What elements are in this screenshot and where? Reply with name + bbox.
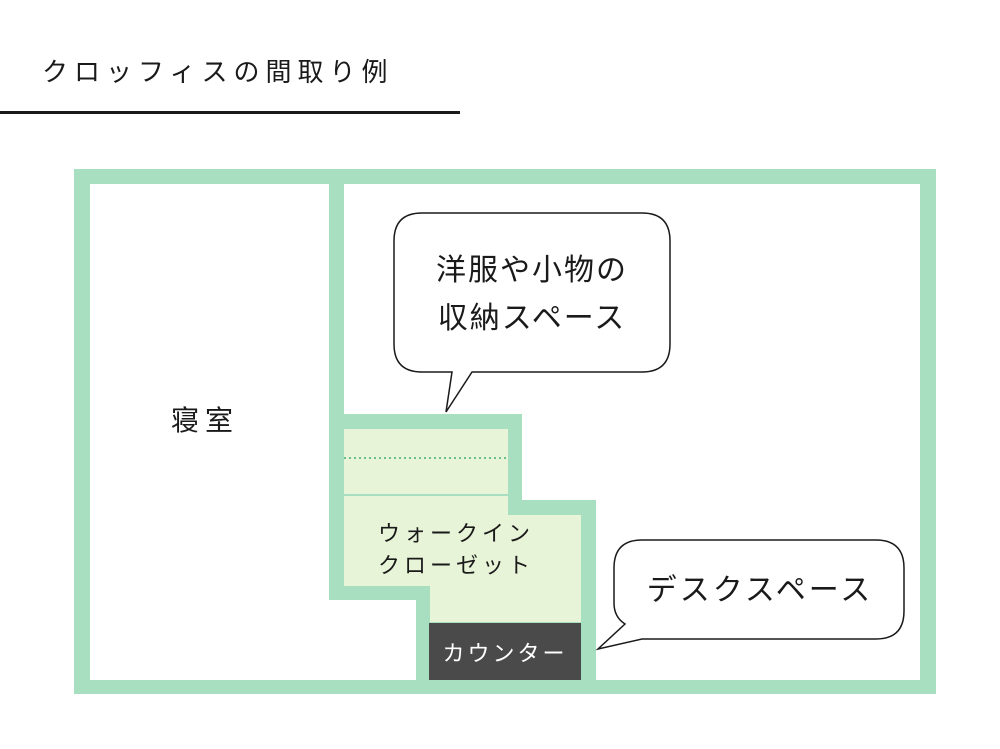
page-title: クロッフィスの間取り例 <box>42 58 394 88</box>
closet-interior <box>344 496 581 622</box>
desk-callout-bubble <box>595 539 905 651</box>
closet-label-line2: クローゼット <box>378 554 534 579</box>
bedroom-label: 寝室 <box>171 404 239 437</box>
desk-callout-label: デスクスペース <box>647 573 874 608</box>
counter-block <box>429 623 581 680</box>
closet-shelf-area <box>344 429 508 494</box>
counter-label: カウンター <box>442 642 567 667</box>
bedroom-partition-wall <box>329 184 344 414</box>
closet-label-line1: ウォークイン <box>378 522 534 547</box>
title-underline <box>0 111 460 114</box>
storage-callout-line1: 洋服や小物の <box>436 253 628 288</box>
storage-callout-bubble <box>393 212 671 413</box>
storage-callout-line2: 収納スペース <box>438 301 626 336</box>
